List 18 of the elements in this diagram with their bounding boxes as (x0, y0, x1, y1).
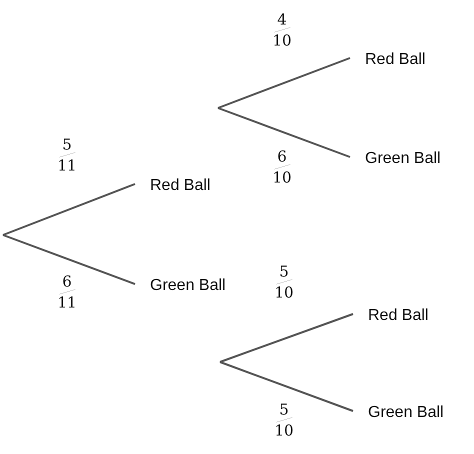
branch-line (2, 234, 136, 285)
branch-line (220, 313, 354, 363)
outcome-label: Green Ball (350, 149, 441, 169)
outcome-label: Green Ball (353, 403, 444, 423)
outcome-label: Green Ball (135, 276, 226, 296)
probability-fraction: 5/10 (274, 262, 294, 302)
branch-line (220, 361, 354, 412)
probability-fraction: 5/11 (57, 136, 77, 174)
branch-line (2, 183, 136, 236)
probability-fraction: 6/10 (272, 148, 292, 186)
outcome-label: Red Ball (135, 176, 210, 196)
outcome-label: Red Ball (353, 306, 428, 326)
probability-fraction: 6/11 (57, 272, 77, 312)
branch-line (218, 57, 350, 109)
outcome-label: Red Ball (350, 50, 426, 70)
branch-line (218, 107, 350, 158)
probability-fraction: 4/10 (272, 10, 292, 50)
probability-fraction: 5/10 (274, 400, 294, 440)
